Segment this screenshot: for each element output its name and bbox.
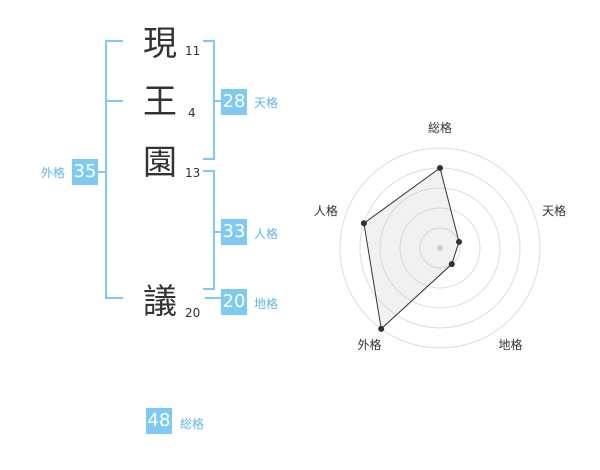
stroke-count-1: 11 [185,44,201,58]
radar-axis-label-4: 外格 [357,337,381,352]
radar-ring-1 [419,227,461,269]
radar-axis-label-2: 天格 [542,203,566,218]
stroke-count-4: 20 [185,306,201,320]
radar-point-1 [437,165,443,171]
gaikaku-bracket-stub [97,171,107,173]
tenkaku-bracket-top [203,40,215,42]
name-char-2: 王 [143,82,177,122]
radar-point-4 [378,325,385,332]
radar-ring-5 [339,147,541,349]
jinkaku-bracket-stub [213,231,221,233]
tenkaku-value: 28 [221,89,247,115]
chikaku-label: 地格 [254,297,279,311]
gaikaku-bracket-top [105,40,123,42]
jinkaku-label: 人格 [254,227,279,241]
radar-polygon [363,167,460,330]
chikaku-bracket-stub [205,297,221,299]
radar-ring-3 [379,187,501,309]
stroke-count-2: 4 [188,106,196,120]
name-char-3: 園 [143,143,177,183]
chikaku-value: 20 [221,289,247,315]
radar-ring-2 [399,207,481,289]
radar-center-dot [437,245,443,251]
tenkaku-bracket-stub [213,100,221,102]
soukaku-value: 48 [146,408,172,434]
gaikaku-bracket-vertical [105,40,107,299]
radar-axis-label-1: 総格 [428,120,452,135]
soukaku-label: 総格 [180,417,205,431]
radar-axis-label-5: 人格 [314,203,338,218]
radar-axis-label-3: 地格 [499,337,523,352]
jinkaku-bracket-top [203,170,215,172]
radar-point-2 [456,238,463,245]
jinkaku-bracket-vertical [213,170,215,290]
name-char-4: 議 [143,282,177,322]
radar-point-3 [448,261,455,268]
name-char-1: 現 [143,24,177,64]
tenkaku-label: 天格 [254,96,279,110]
tenkaku-bracket-bottom [203,158,215,160]
radar-point-5 [360,220,367,227]
gaikaku-bracket-bottom [105,297,123,299]
jinkaku-bracket-bottom [203,288,215,290]
jinkaku-value: 33 [221,219,247,245]
gaikaku-label: 外格 [41,166,66,180]
stroke-count-3: 13 [185,166,201,180]
gaikaku-value: 35 [72,159,98,185]
gaikaku-bracket-mid [105,100,123,102]
